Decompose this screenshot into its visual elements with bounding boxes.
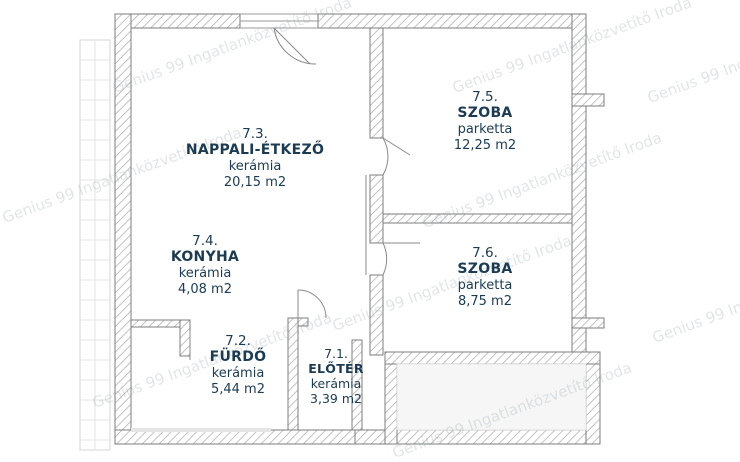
room-label-kitchen: 7.4. KONYHA kerámia 4,08 m2 bbox=[155, 233, 255, 297]
room-label-bathroom: 7.2. FÜRDŐ kerámia 5,44 m2 bbox=[193, 333, 283, 397]
room-floor: kerámia bbox=[211, 365, 265, 381]
room-floor: kerámia bbox=[310, 376, 362, 391]
room-area: 5,44 m2 bbox=[210, 381, 265, 397]
room-name: KONYHA bbox=[170, 249, 240, 266]
room-name: FÜRDŐ bbox=[209, 349, 267, 366]
room-name: ELŐTÉR bbox=[308, 361, 364, 376]
room-area: 3,39 m2 bbox=[310, 391, 362, 406]
room-floor: kerámia bbox=[228, 158, 282, 174]
room-floor: parketta bbox=[457, 277, 513, 293]
room-number: 7.6. bbox=[472, 245, 498, 261]
terrace-tiles bbox=[79, 39, 111, 451]
room-area: 4,08 m2 bbox=[177, 281, 232, 297]
room-label-bedroom-2: 7.6. SZOBA parketta 8,75 m2 bbox=[430, 245, 540, 309]
room-floor: parketta bbox=[457, 121, 513, 137]
room-number: 7.1. bbox=[324, 346, 348, 361]
room-label-hallway: 7.1. ELŐTÉR kerámia 3,39 m2 bbox=[301, 346, 371, 406]
room-label-living-dining: 7.3. NAPPALI-ÉTKEZŐ kerámia 20,15 m2 bbox=[175, 126, 335, 190]
room-number: 7.3. bbox=[242, 126, 268, 142]
room-name: SZOBA bbox=[457, 261, 513, 278]
room-name: SZOBA bbox=[457, 105, 513, 122]
room-name: NAPPALI-ÉTKEZŐ bbox=[185, 142, 325, 159]
room-area: 20,15 m2 bbox=[223, 174, 287, 190]
room-number: 7.5. bbox=[472, 89, 498, 105]
room-area: 12,25 m2 bbox=[453, 137, 517, 153]
room-number: 7.2. bbox=[225, 333, 251, 349]
room-label-bedroom-1: 7.5. SZOBA parketta 12,25 m2 bbox=[430, 89, 540, 153]
room-area: 8,75 m2 bbox=[457, 293, 512, 309]
room-number: 7.4. bbox=[192, 233, 218, 249]
room-floor: kerámia bbox=[178, 265, 232, 281]
